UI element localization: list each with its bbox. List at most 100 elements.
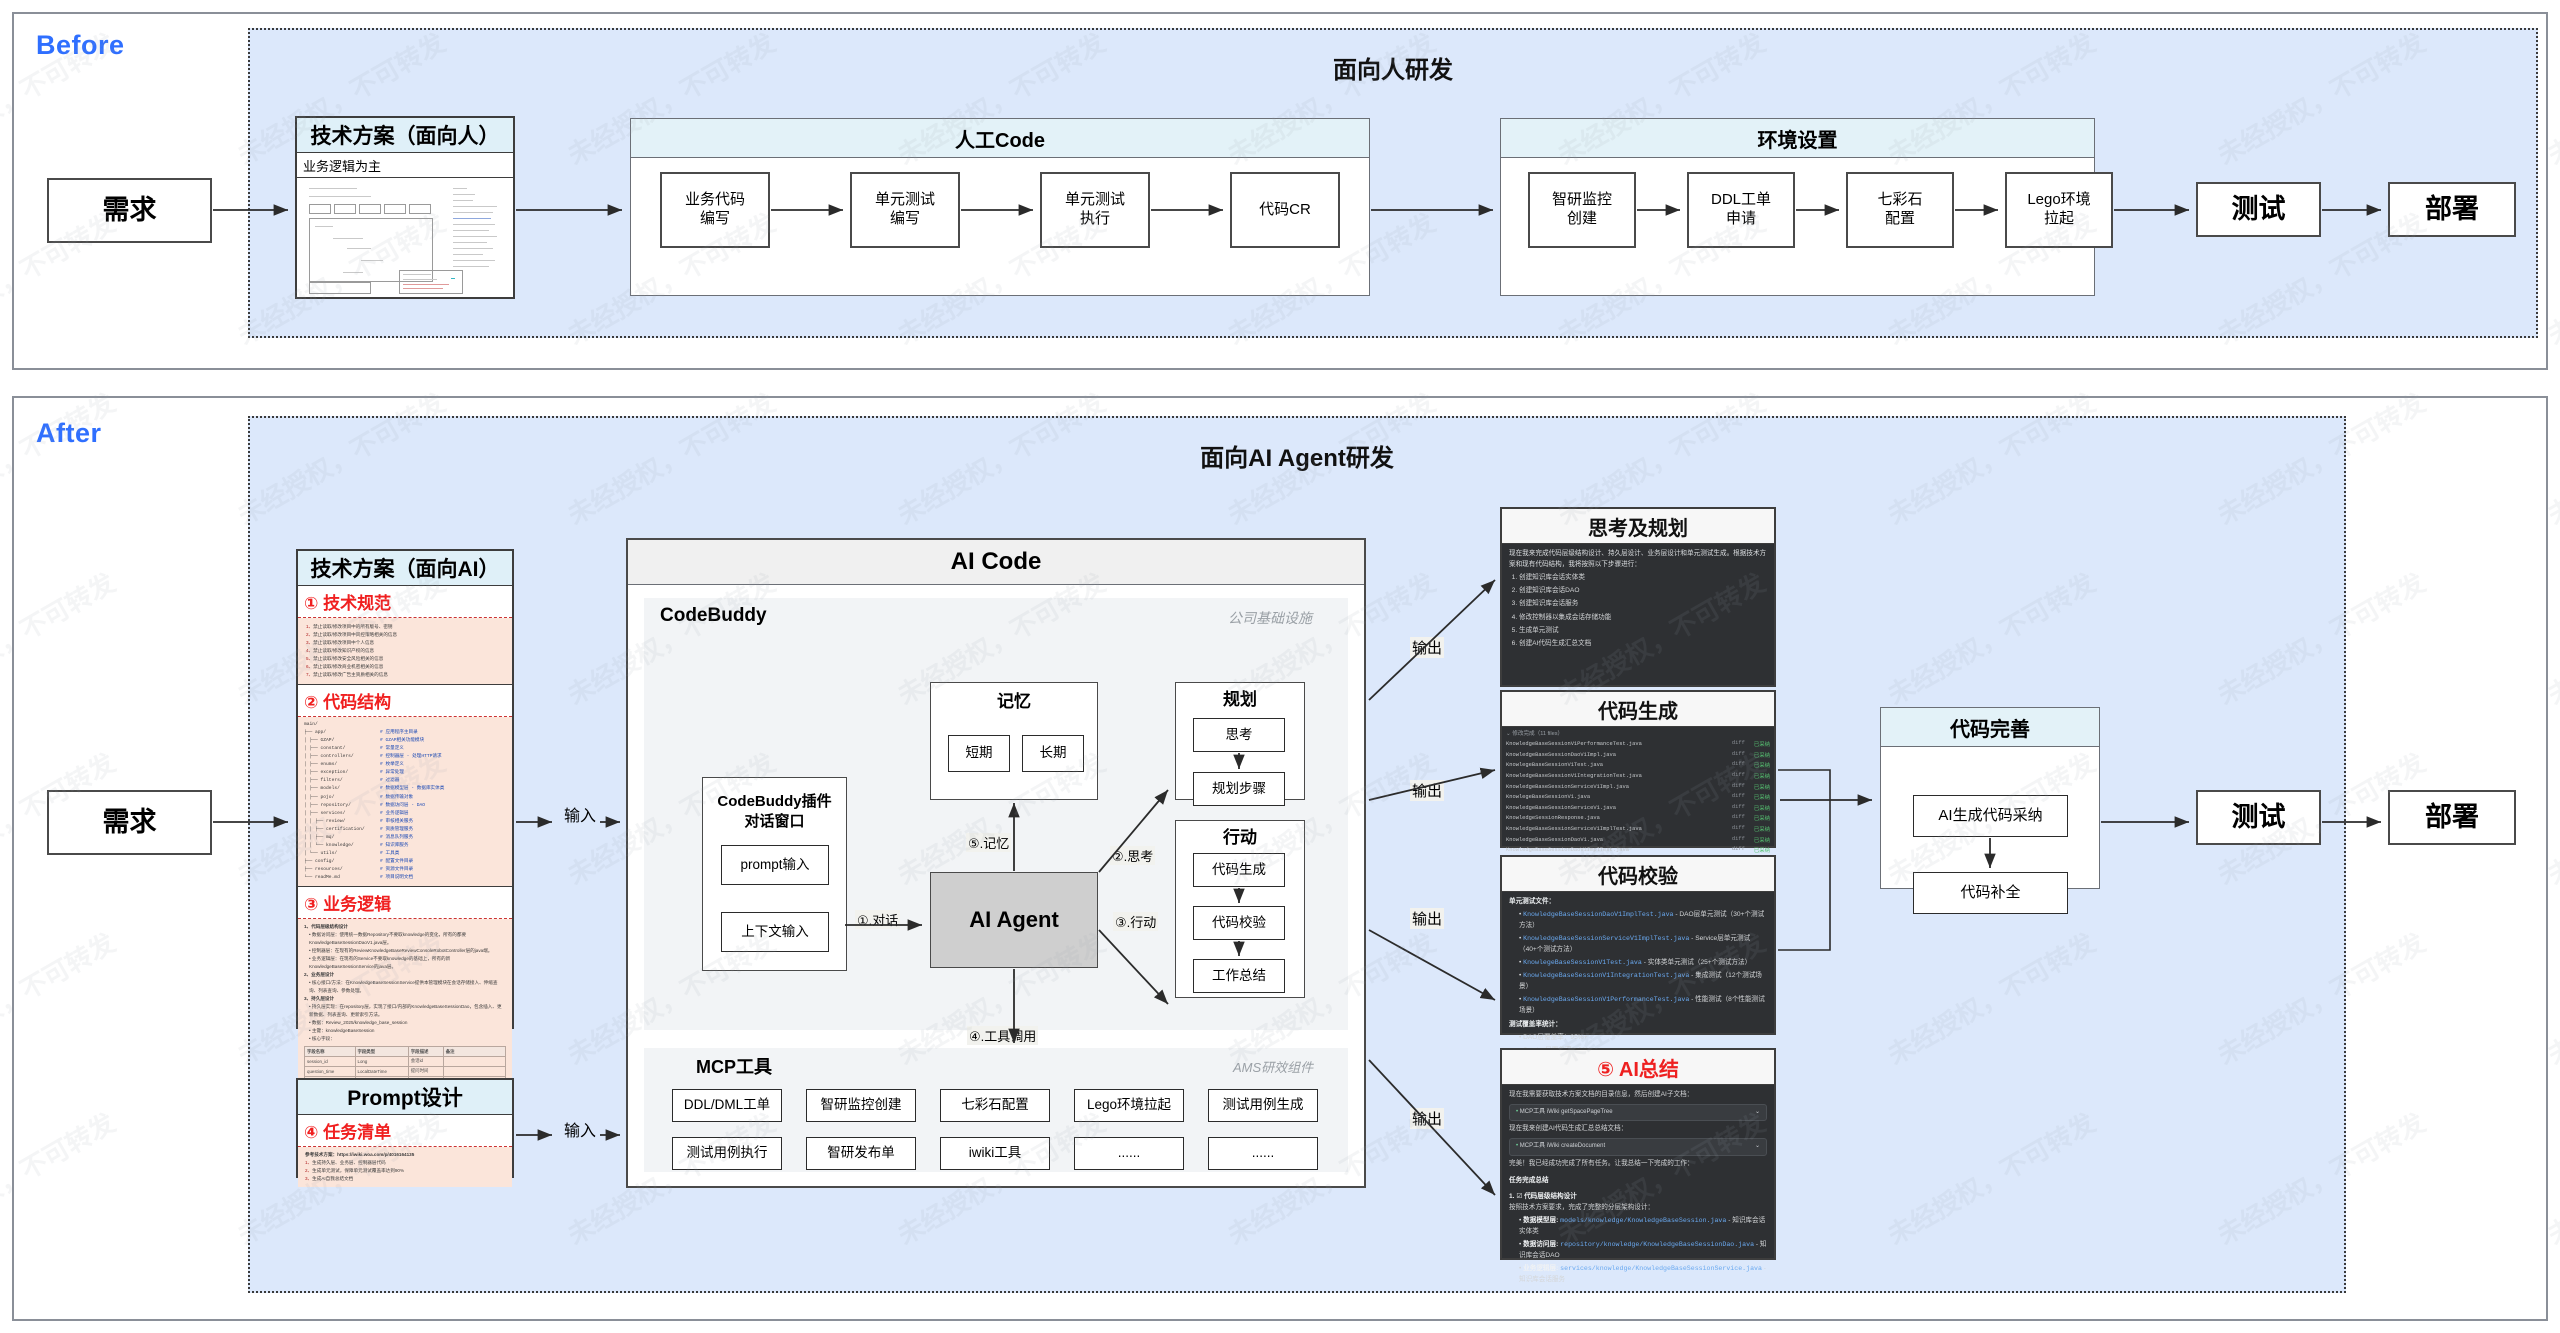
codegen-file-name: KnowledgeSessionResponse.java [1506, 815, 1600, 822]
tree-line: │ ├── models/# 数据模型层 - 数据库实体类 [304, 786, 445, 792]
before-deploy-box: 部署 [2388, 182, 2516, 237]
tree-line: │ ├── controllers/# 控制器层 - 处理HTTP请求 [304, 754, 442, 760]
tree-line: ├── config/# 配置文件目录 [304, 858, 414, 864]
before-requirement-box: 需求 [47, 178, 212, 243]
after-test-box: 测试 [2196, 790, 2321, 845]
input-label-tech: 输入 [564, 808, 597, 825]
tree-line: │ ├── filters/# 过滤器 [304, 778, 400, 784]
after-label: After [36, 418, 102, 448]
diff-link[interactable]: diff [1731, 793, 1745, 800]
codegen-file-row[interactable]: KnowledgeBaseSessionV1IntegrationTest.ja… [1502, 771, 1774, 782]
table-cell: LocalDateTime [354, 1065, 409, 1077]
table-cell: session_id [304, 1056, 356, 1067]
verify-section1-label: 单元测试文件： [1509, 898, 1556, 905]
ams-label: AMS研效组件 [1233, 1060, 1314, 1075]
before-doc-subtitle: 业务逻辑为主 [297, 153, 513, 178]
output-label-verify: 输出 [1410, 908, 1445, 929]
codegen-file-name: KnowledgeBaseSessionServiceV1ImplTest.ja… [1506, 826, 1642, 833]
output-label-summary: 输出 [1410, 1108, 1445, 1129]
diff-link[interactable]: diff [1731, 846, 1745, 853]
codegen-card: 代码生成 ⌄ 修改完成（11 files） KnowledgeBaseSessi… [1500, 690, 1776, 854]
mcp-tool-item[interactable]: Lego环境拉起 [1074, 1089, 1184, 1122]
diff-link[interactable]: diff [1731, 825, 1745, 832]
codegen-header: ⌄ 修改完成（11 files） [1506, 731, 1564, 737]
codegen-file-row[interactable]: KnowledgeBaseSessionServiceV1ImplTest.ja… [1502, 824, 1774, 835]
tree-line: │ ├── exception/# 异常处理 [304, 770, 404, 776]
ai-summary-sub: 按照技术方案要求，完成了完整的分层架构设计： [1509, 1203, 1655, 1211]
flow-label-act: ③.行动 [1113, 912, 1159, 931]
output-label-codegen: 输出 [1410, 780, 1445, 801]
tree-line: ├── app/# 应用程序主目录 [304, 730, 418, 736]
mcp-tool-item[interactable]: 测试用例执行 [672, 1137, 782, 1170]
ai-summary-cmd-2[interactable]: • MCP工具 iWiki createDocument ⌄ [1509, 1138, 1767, 1156]
biz-heading: 1、代码层级结构设计 [304, 923, 348, 929]
diff-link[interactable]: diff [1731, 782, 1745, 789]
diff-link[interactable]: diff [1731, 772, 1745, 779]
plan-title: 规划 [1223, 690, 1257, 709]
ai-summary-cmd2-text: MCP工具 iWiki createDocument [1519, 1143, 1606, 1150]
ai-summary-cmd-1[interactable]: • MCP工具 iWiki getSpacePageTree ⌄ [1509, 1103, 1767, 1122]
verify-test-item: • KnowledgeBaseSessionServiceV1ImplTest.… [1519, 935, 1751, 953]
diff-link[interactable]: diff [1731, 814, 1745, 821]
codegen-header-text: 修改完成（11 files） [1512, 731, 1564, 737]
chevron-down-icon[interactable]: ⌄ [1754, 1108, 1760, 1115]
thinking-step: 生成单元测试 [1519, 626, 1767, 637]
table-cell: 提问时间 [407, 1065, 444, 1077]
diff-link[interactable]: diff [1731, 750, 1745, 757]
ai-summary-h2: 1. ☑ 代码层级结构设计 [1509, 1193, 1577, 1201]
adopted-badge: 已采纳 [1753, 752, 1770, 759]
mcp-tool-item[interactable]: 七彩石配置 [940, 1089, 1050, 1122]
table-header: 备注 [442, 1046, 507, 1058]
diff-link[interactable]: diff [1731, 803, 1745, 810]
mcp-tool-item[interactable]: ...... [1074, 1137, 1184, 1170]
biz-item: • 数据：Review_2025/knowledge_base_session [309, 1020, 408, 1026]
flow-label-dialog: ①.对话 [855, 910, 901, 929]
codegen-file-row[interactable]: KnowledgeBaseSessionV1PerformanceTest.ja… [1502, 739, 1774, 750]
tree-line: │ └── utils/# 工具类 [304, 850, 400, 856]
refine-title: 代码完善 [1881, 708, 2099, 747]
ai-code-title: AI Code [628, 540, 1364, 585]
thinking-step: 创建知识库会话实体类 [1519, 573, 1767, 584]
biz-item: • 控制器层：在现有的ReviewKnowledgeBaseReviewCons… [309, 947, 493, 953]
verify-title: 代码校验 [1502, 857, 1774, 892]
input-label-prompt: 输入 [564, 1123, 597, 1140]
context-input-box[interactable]: 上下文输入 [721, 912, 829, 952]
before-step-code-cr: 代码CR [1230, 172, 1340, 248]
diff-link[interactable]: diff [1731, 835, 1745, 842]
after-prompt-title: Prompt设计 [298, 1080, 512, 1115]
after-doc-heading-3: ③ 业务逻辑 [298, 885, 512, 919]
adopted-badge: 已采纳 [1753, 805, 1770, 812]
biz-item: • 核心字段： [309, 1036, 335, 1042]
mcp-tool-item[interactable]: DDL/DML工单 [672, 1089, 782, 1122]
mcp-tool-item[interactable]: 智研发布单 [806, 1137, 916, 1170]
chevron-down-icon-2[interactable]: ⌄ [1754, 1143, 1760, 1150]
mcp-tool-item[interactable]: iwiki工具 [940, 1137, 1050, 1170]
mcp-tool-item[interactable]: ...... [1208, 1137, 1318, 1170]
mcp-tool-item[interactable]: 测试用例生成 [1208, 1089, 1318, 1122]
tree-line: │ ├── constant/# 常量定义 [304, 746, 404, 752]
diff-link[interactable]: diff [1731, 740, 1745, 747]
before-test-box: 测试 [2196, 182, 2321, 237]
after-zone-title: 面向AI Agent研发 [1200, 445, 1394, 472]
output-label-thinking: 输出 [1410, 637, 1445, 658]
tree-line: │ │ ├── mq/# 消息队列服务 [304, 834, 414, 840]
summary-item: • 业务逻辑层: services/knowledge/KnowledgeBas… [1519, 1264, 1766, 1283]
adopted-badge: 已采纳 [1753, 816, 1770, 823]
adopted-badge: 已采纳 [1753, 742, 1770, 749]
before-doc-title: 技术方案（面向人） [297, 118, 513, 153]
action-summary: 工作总结 [1193, 959, 1285, 993]
spec-line: 3、禁止读取/修改项目中个人信息 [306, 640, 375, 646]
codegen-file-row[interactable]: KnowledgeSessionResponse.java diff 已采纳 [1502, 813, 1774, 824]
mcp-tool-item[interactable]: 智研监控创建 [806, 1089, 916, 1122]
diff-link[interactable]: diff [1731, 761, 1745, 768]
before-step-unit-test-write: 单元测试 编写 [850, 172, 960, 248]
prompt-input-box[interactable]: prompt输入 [721, 845, 829, 885]
